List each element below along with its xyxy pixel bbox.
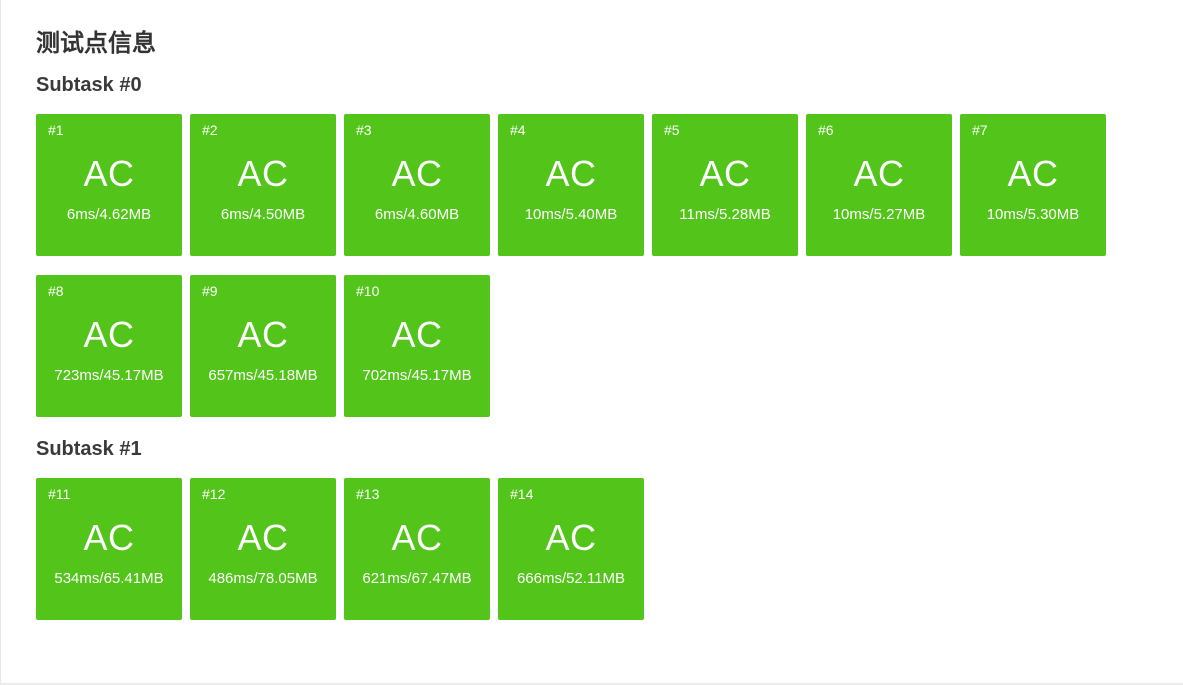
- testcase-grid: #1 AC 6ms/4.62MB #2 AC 6ms/4.50MB #3 AC …: [36, 114, 1123, 436]
- testcase-status: AC: [237, 152, 289, 194]
- testcase-card[interactable]: #11 AC 534ms/65.41MB: [36, 478, 182, 620]
- testcase-number: #9: [202, 283, 218, 299]
- testcase-time-memory: 702ms/45.17MB: [362, 366, 472, 384]
- testcase-status: AC: [83, 313, 135, 355]
- testcase-status: AC: [391, 152, 443, 194]
- testcase-time-memory: 657ms/45.18MB: [208, 366, 318, 384]
- testcase-card[interactable]: #5 AC 11ms/5.28MB: [652, 114, 798, 256]
- testcase-status: AC: [237, 516, 289, 558]
- testcase-number: #8: [48, 283, 64, 299]
- testcase-number: #1: [48, 122, 64, 138]
- testcase-time-memory: 10ms/5.40MB: [524, 205, 618, 223]
- subtask-title: Subtask #1: [36, 438, 142, 460]
- testcase-number: #7: [972, 122, 988, 138]
- testcase-number: #4: [510, 122, 526, 138]
- testcase-time-memory: 10ms/5.30MB: [986, 205, 1080, 223]
- testcase-status: AC: [545, 516, 597, 558]
- testcase-time-memory: 6ms/4.60MB: [374, 205, 460, 223]
- subtask-title: Subtask #0: [36, 74, 142, 96]
- testcase-card[interactable]: #12 AC 486ms/78.05MB: [190, 478, 336, 620]
- testcase-status: AC: [83, 516, 135, 558]
- testcase-time-memory: 486ms/78.05MB: [208, 569, 318, 587]
- testcase-card[interactable]: #1 AC 6ms/4.62MB: [36, 114, 182, 256]
- testcase-number: #3: [356, 122, 372, 138]
- testcase-number: #10: [356, 283, 380, 299]
- testcase-number: #11: [48, 486, 71, 502]
- testcase-card[interactable]: #8 AC 723ms/45.17MB: [36, 275, 182, 417]
- testcase-status: AC: [1007, 152, 1059, 194]
- subtask-list: Subtask #0 #1 AC 6ms/4.62MB #2 AC 6ms/4.…: [36, 74, 1123, 639]
- testcase-card[interactable]: #4 AC 10ms/5.40MB: [498, 114, 644, 256]
- testcase-time-memory: 666ms/52.11MB: [516, 569, 626, 587]
- testcase-time-memory: 6ms/4.62MB: [66, 205, 152, 223]
- subtask-section: Subtask #0 #1 AC 6ms/4.62MB #2 AC 6ms/4.…: [36, 74, 1123, 436]
- testcase-card[interactable]: #6 AC 10ms/5.27MB: [806, 114, 952, 256]
- testcase-card[interactable]: #2 AC 6ms/4.50MB: [190, 114, 336, 256]
- testcase-number: #14: [510, 486, 534, 502]
- testcase-number: #5: [664, 122, 680, 138]
- testcase-status: AC: [237, 313, 289, 355]
- testcase-time-memory: 11ms/5.28MB: [679, 205, 771, 223]
- testcase-card[interactable]: #10 AC 702ms/45.17MB: [344, 275, 490, 417]
- testcase-time-memory: 621ms/67.47MB: [362, 569, 472, 587]
- testcase-status: AC: [83, 152, 135, 194]
- testcase-time-memory: 10ms/5.27MB: [832, 205, 926, 223]
- testcase-card[interactable]: #14 AC 666ms/52.11MB: [498, 478, 644, 620]
- testcase-status: AC: [391, 313, 443, 355]
- testcase-number: #2: [202, 122, 218, 138]
- testcase-time-memory: 6ms/4.50MB: [220, 205, 306, 223]
- testcase-card[interactable]: #3 AC 6ms/4.60MB: [344, 114, 490, 256]
- testcase-card[interactable]: #13 AC 621ms/67.47MB: [344, 478, 490, 620]
- testcase-number: #13: [356, 486, 380, 502]
- testcase-grid: #11 AC 534ms/65.41MB #12 AC 486ms/78.05M…: [36, 478, 1123, 639]
- testcase-number: #6: [818, 122, 834, 138]
- subtask-section: Subtask #1 #11 AC 534ms/65.41MB #12 AC 4…: [36, 438, 1123, 639]
- testcase-status: AC: [699, 152, 751, 194]
- testcase-status: AC: [545, 152, 597, 194]
- testcase-card[interactable]: #7 AC 10ms/5.30MB: [960, 114, 1106, 256]
- testcase-status: AC: [391, 516, 443, 558]
- testcase-number: #12: [202, 486, 226, 502]
- testcase-status: AC: [853, 152, 905, 194]
- testcase-card[interactable]: #9 AC 657ms/45.18MB: [190, 275, 336, 417]
- testcase-time-memory: 534ms/65.41MB: [54, 569, 164, 587]
- testcase-time-memory: 723ms/45.17MB: [54, 366, 164, 384]
- page-title: 测试点信息: [36, 30, 156, 57]
